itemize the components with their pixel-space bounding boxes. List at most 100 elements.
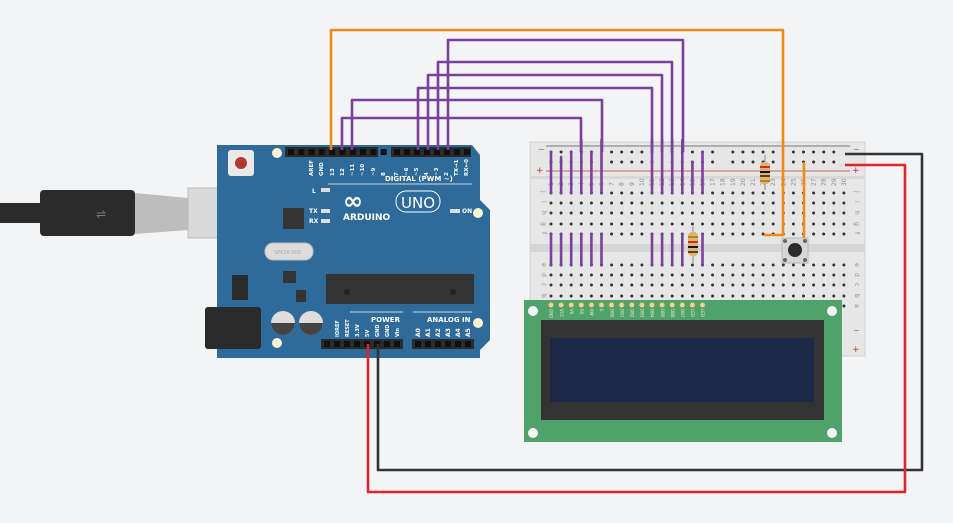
breadboard-hole[interactable] — [670, 201, 674, 205]
breadboard-hole[interactable] — [721, 294, 725, 298]
breadboard-hole[interactable] — [751, 273, 755, 277]
header-pin[interactable] — [308, 149, 315, 155]
breadboard-hole[interactable] — [771, 263, 775, 267]
lcd-pin[interactable] — [639, 302, 645, 308]
breadboard-hole[interactable] — [630, 294, 634, 298]
breadboard-hole[interactable] — [721, 232, 725, 236]
header-pin[interactable] — [414, 149, 420, 155]
breadboard-hole[interactable] — [791, 211, 795, 215]
breadboard-hole[interactable] — [731, 283, 735, 287]
rail-hole[interactable] — [690, 150, 694, 154]
wire-pin2[interactable] — [446, 38, 685, 152]
breadboard-hole[interactable] — [650, 222, 654, 226]
header-pin[interactable] — [464, 149, 470, 155]
breadboard-hole[interactable] — [711, 232, 715, 236]
breadboard-hole[interactable] — [842, 201, 846, 205]
breadboard-hole[interactable] — [751, 263, 755, 267]
lcd-pin[interactable] — [548, 302, 554, 308]
breadboard-hole[interactable] — [569, 294, 573, 298]
header-pin[interactable] — [324, 341, 330, 347]
breadboard-hole[interactable] — [589, 283, 593, 287]
breadboard-hole[interactable] — [741, 222, 745, 226]
breadboard-hole[interactable] — [771, 283, 775, 287]
rail-hole[interactable] — [751, 150, 755, 154]
breadboard-hole[interactable] — [731, 222, 735, 226]
breadboard-hole[interactable] — [559, 211, 563, 215]
breadboard-hole[interactable] — [549, 201, 553, 205]
breadboard-hole[interactable] — [600, 222, 603, 226]
breadboard-hole[interactable] — [640, 232, 644, 236]
breadboard-hole[interactable] — [761, 201, 765, 205]
breadboard-hole[interactable] — [680, 273, 684, 277]
breadboard-hole[interactable] — [701, 283, 704, 287]
lcd-pin[interactable] — [628, 302, 635, 308]
rail-hole[interactable] — [771, 160, 775, 164]
breadboard-hole[interactable] — [812, 232, 816, 236]
rail-hole[interactable] — [630, 160, 634, 164]
breadboard-hole[interactable] — [751, 294, 755, 298]
header-pin[interactable] — [435, 341, 441, 347]
rail-hole[interactable] — [822, 160, 826, 164]
breadboard-hole[interactable] — [640, 201, 644, 205]
breadboard-hole[interactable] — [660, 283, 664, 287]
rail-hole[interactable] — [610, 150, 614, 154]
breadboard-hole[interactable] — [761, 232, 765, 236]
breadboard-hole[interactable] — [791, 283, 795, 287]
breadboard-hole[interactable] — [711, 294, 715, 298]
rail-hole[interactable] — [751, 160, 755, 164]
breadboard-hole[interactable] — [721, 222, 725, 226]
breadboard-hole[interactable] — [842, 222, 846, 226]
breadboard-hole[interactable] — [650, 283, 654, 287]
breadboard-hole[interactable] — [721, 273, 725, 277]
breadboard-hole[interactable] — [832, 222, 836, 226]
breadboard-hole[interactable] — [842, 294, 846, 298]
breadboard-hole[interactable] — [600, 201, 603, 205]
breadboard-hole[interactable] — [721, 191, 725, 195]
breadboard-hole[interactable] — [690, 294, 694, 298]
breadboard-hole[interactable] — [761, 263, 765, 267]
breadboard-hole[interactable] — [822, 294, 826, 298]
breadboard-hole[interactable] — [731, 294, 735, 298]
breadboard-hole[interactable] — [812, 211, 816, 215]
wire-5v[interactable] — [366, 163, 907, 494]
breadboard-hole[interactable] — [741, 191, 745, 195]
header-pin[interactable] — [444, 149, 450, 155]
breadboard-hole[interactable] — [741, 283, 745, 287]
breadboard-hole[interactable] — [751, 191, 755, 195]
breadboard-hole[interactable] — [791, 201, 795, 205]
header-pin[interactable] — [349, 149, 356, 155]
push-button[interactable] — [781, 237, 809, 264]
breadboard-hole[interactable] — [620, 273, 624, 277]
header-pin[interactable] — [424, 149, 430, 155]
breadboard-hole[interactable] — [640, 294, 644, 298]
header-pin[interactable] — [465, 341, 471, 347]
breadboard-hole[interactable] — [670, 294, 674, 298]
breadboard-hole[interactable] — [812, 263, 816, 267]
breadboard-hole[interactable] — [771, 201, 775, 205]
breadboard-hole[interactable] — [711, 191, 715, 195]
breadboard-hole[interactable] — [620, 222, 624, 226]
breadboard-hole[interactable] — [549, 211, 553, 215]
breadboard-hole[interactable] — [822, 222, 826, 226]
breadboard-hole[interactable] — [620, 263, 624, 267]
usb-cable[interactable]: ⇌ — [0, 187, 229, 239]
breadboard-hole[interactable] — [660, 211, 664, 215]
breadboard-hole[interactable] — [781, 283, 785, 287]
breadboard-hole[interactable] — [832, 294, 836, 298]
breadboard-hole[interactable] — [711, 263, 715, 267]
breadboard-hole[interactable] — [751, 232, 755, 236]
wire-gnd[interactable] — [376, 152, 924, 472]
breadboard-hole[interactable] — [741, 294, 745, 298]
breadboard-hole[interactable] — [630, 211, 634, 215]
header-pin[interactable] — [415, 341, 421, 347]
breadboard-hole[interactable] — [670, 273, 674, 277]
rail-hole[interactable] — [610, 160, 614, 164]
breadboard-hole[interactable] — [741, 273, 745, 277]
breadboard-hole[interactable] — [660, 222, 664, 226]
breadboard-hole[interactable] — [610, 232, 614, 236]
breadboard-hole[interactable] — [640, 263, 644, 267]
header-pin[interactable] — [318, 149, 325, 155]
header-pin[interactable] — [425, 341, 431, 347]
breadboard-hole[interactable] — [791, 273, 795, 277]
